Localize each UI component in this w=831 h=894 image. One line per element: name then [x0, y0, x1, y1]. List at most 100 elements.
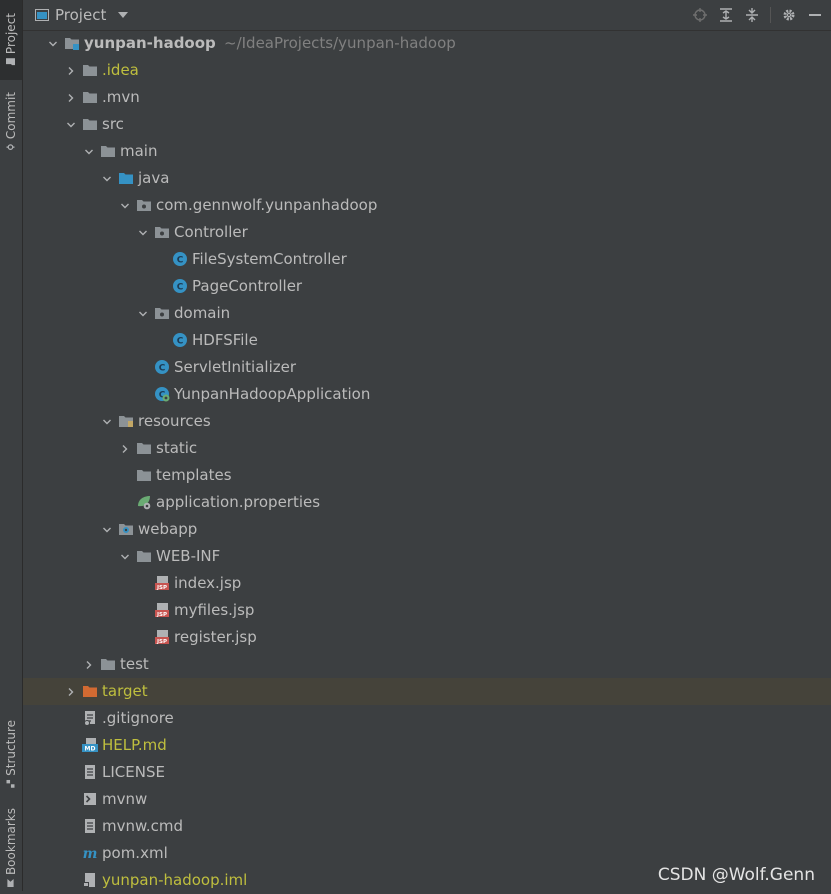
toolbar-divider — [770, 7, 771, 23]
source-folder-icon — [118, 170, 134, 186]
folder-icon — [82, 116, 98, 132]
svg-text:C: C — [159, 364, 166, 374]
collapse-all-icon[interactable] — [742, 6, 762, 24]
tree-item-label: PageController — [192, 277, 303, 295]
tree-row[interactable]: java — [23, 165, 831, 192]
tree-item-label: index.jsp — [174, 574, 242, 592]
panel-header: Project — [23, 0, 831, 31]
chevron-right-icon[interactable] — [64, 84, 78, 111]
tree-item-label: Controller — [174, 223, 248, 241]
svg-text:C: C — [177, 337, 184, 347]
chevron-down-icon[interactable] — [100, 408, 114, 435]
jsp-file-icon: JSP — [154, 575, 170, 591]
tree-row[interactable]: mvnw — [23, 786, 831, 813]
tree-item-label: application.properties — [156, 493, 321, 511]
chevron-right-icon[interactable] — [118, 435, 132, 462]
tree-row[interactable]: WEB-INF — [23, 543, 831, 570]
tree-row[interactable]: target — [23, 678, 831, 705]
tree-row[interactable]: application.properties — [23, 489, 831, 516]
chevron-right-icon[interactable] — [64, 678, 78, 705]
chevron-down-icon[interactable] — [136, 300, 150, 327]
tree-item-label: .mvn — [102, 88, 140, 106]
chevron-right-icon[interactable] — [64, 57, 78, 84]
tree-row[interactable]: LICENSE — [23, 759, 831, 786]
tree-row[interactable]: mvnw.cmd — [23, 813, 831, 840]
structure-tool-tab[interactable]: Structure — [0, 712, 22, 796]
tree-row[interactable]: webapp — [23, 516, 831, 543]
tree-row[interactable]: static — [23, 435, 831, 462]
excluded-folder-icon — [82, 683, 98, 699]
chevron-down-icon[interactable] — [118, 192, 132, 219]
tree-item-label: target — [102, 682, 148, 700]
tree-row[interactable]: domain — [23, 300, 831, 327]
gear-icon[interactable] — [779, 6, 799, 24]
chevron-down-icon[interactable] — [100, 516, 114, 543]
project-tool-tab[interactable]: Project — [0, 0, 22, 80]
folder-icon — [100, 656, 116, 672]
project-tree: yunpan-hadoop~/IdeaProjects/yunpan-hadoo… — [23, 30, 831, 894]
tree-row[interactable]: yunpan-hadoop~/IdeaProjects/yunpan-hadoo… — [23, 30, 831, 57]
tree-row[interactable]: .idea — [23, 57, 831, 84]
tree-item-label: HELP.md — [102, 736, 167, 754]
tree-item-label: templates — [156, 466, 232, 484]
tree-item-label: com.gennwolf.yunpanhadoop — [156, 196, 378, 214]
tree-item-label: test — [120, 655, 149, 673]
view-selector[interactable]: Project — [35, 6, 129, 24]
jsp-file-icon: JSP — [154, 602, 170, 618]
hide-icon[interactable] — [805, 6, 825, 24]
tree-row[interactable]: templates — [23, 462, 831, 489]
tree-row[interactable]: .gitignore — [23, 705, 831, 732]
chevron-down-icon[interactable] — [100, 165, 114, 192]
tree-row[interactable]: .mvn — [23, 84, 831, 111]
structure-tool-tab-label: Structure — [4, 720, 18, 776]
tree-row[interactable]: Controller — [23, 219, 831, 246]
tree-item-label: WEB-INF — [156, 547, 221, 565]
chevron-down-icon[interactable] — [64, 111, 78, 138]
commit-tool-tab[interactable]: Commit — [0, 86, 22, 158]
tree-row[interactable]: yunpan-hadoop.iml — [23, 867, 831, 894]
markdown-file-icon: MD — [82, 737, 98, 753]
tree-item-label: static — [156, 439, 198, 457]
tree-row[interactable]: main — [23, 138, 831, 165]
package-icon — [154, 305, 170, 321]
watermark: CSDN @Wolf.Genn — [657, 865, 815, 885]
gitignore-file-icon — [82, 710, 98, 726]
bookmarks-tool-tab[interactable]: Bookmarks — [0, 806, 22, 890]
chevron-right-icon[interactable] — [82, 651, 96, 678]
bookmarks-tool-tab-label: Bookmarks — [4, 808, 18, 876]
structure-icon — [7, 779, 15, 788]
jsp-file-icon: JSP — [154, 629, 170, 645]
chevron-down-icon[interactable] — [136, 219, 150, 246]
locate-icon[interactable] — [690, 6, 710, 24]
text-file-icon — [82, 764, 98, 780]
tree-row[interactable]: test — [23, 651, 831, 678]
chevron-down-icon[interactable] — [118, 543, 132, 570]
expand-all-icon[interactable] — [716, 6, 736, 24]
module-folder-icon — [64, 35, 80, 51]
spring-boot-class-icon: C — [154, 386, 170, 402]
svg-text:MD: MD — [85, 746, 96, 753]
tree-item-label: mvnw.cmd — [102, 817, 184, 835]
text-file-icon — [82, 818, 98, 834]
chevron-down-icon[interactable] — [46, 30, 60, 57]
panel-title: Project — [55, 6, 107, 24]
tree-item-label: yunpan-hadoop.iml — [102, 871, 248, 889]
java-class-icon: C — [172, 278, 188, 294]
chevron-down-icon[interactable] — [82, 138, 96, 165]
tree-row[interactable]: src — [23, 111, 831, 138]
tree-item-label: register.jsp — [174, 628, 257, 646]
tree-row[interactable]: com.gennwolf.yunpanhadoop — [23, 192, 831, 219]
tree-row[interactable]: MD HELP.md — [23, 732, 831, 759]
package-icon — [154, 224, 170, 240]
tree-row[interactable]: resources — [23, 408, 831, 435]
tree-item-label: mvnw — [102, 790, 148, 808]
